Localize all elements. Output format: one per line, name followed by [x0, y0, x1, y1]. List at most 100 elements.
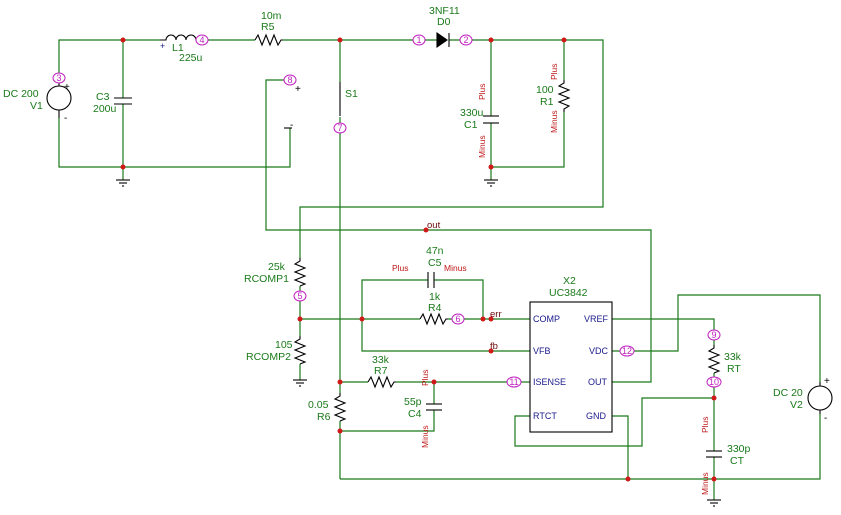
node-markers: 1 2 3 4 5 6 7 8: [52, 34, 722, 388]
junction-dot: [711, 395, 717, 401]
junction-dot: [711, 476, 717, 482]
svg-text:11: 11: [509, 377, 518, 387]
c3-capacitor: C3 200u: [93, 91, 132, 115]
rt-zigzag: [707, 345, 721, 374]
node-marker-10: 10: [706, 376, 722, 388]
junction-dots: [120, 37, 717, 482]
l1-ref: L1: [172, 42, 184, 54]
svg-text:10: 10: [709, 377, 719, 387]
ground-symbols: [116, 179, 721, 507]
svg-text:3: 3: [56, 73, 61, 83]
l1-value: 225u: [179, 52, 203, 64]
r4-ref: R4: [428, 302, 442, 314]
wire-gnd-pin: [612, 415, 629, 479]
r7-resistor: 33k R7: [367, 354, 396, 389]
wire-c5-right: [434, 279, 484, 319]
l1-inductor: + L1 225u: [160, 34, 203, 64]
junction-dot: [488, 348, 494, 354]
rcomp1-ref: RCOMP1: [244, 273, 289, 285]
r4-resistor: 1k R4: [419, 291, 448, 326]
v2-ref: V2: [790, 399, 803, 411]
r6-resistor: 0.05 R6: [308, 393, 347, 423]
r5-resistor: 10m R5: [254, 10, 283, 47]
svg-text:6: 6: [455, 314, 460, 324]
c3-value: 200u: [93, 103, 117, 115]
c4-minus-label: Minus: [420, 425, 430, 448]
x2-value: UC3842: [549, 287, 588, 299]
junction-dot: [423, 227, 429, 233]
junction-dot: [120, 37, 126, 43]
v2-value: DC 20: [773, 387, 803, 399]
wire-rtct: [514, 397, 714, 447]
rt-ref: RT: [727, 363, 741, 375]
d0-triangle: [436, 31, 448, 49]
c5-capacitor: 47n C5 Plus Minus: [392, 245, 467, 288]
svg-text:1: 1: [416, 35, 421, 45]
x2-pin-out: OUT: [588, 377, 608, 387]
rcomp2-value: 105: [275, 339, 293, 351]
node-marker-12: 12: [619, 345, 635, 357]
l1-coil: [160, 34, 198, 41]
ground-symbol-rcomp2: [293, 379, 307, 387]
wire-ground-bus: [340, 414, 821, 480]
net-labels: out err fb: [427, 220, 502, 352]
node-marker-8: 8: [283, 74, 297, 86]
ground-symbol-c3: [116, 179, 130, 187]
r6-value: 0.05: [308, 399, 329, 411]
junction-dot: [337, 428, 343, 434]
r7-zigzag: [367, 375, 396, 389]
net-label-out: out: [427, 220, 441, 231]
l1-dot: +: [160, 41, 165, 51]
r5-ref: R5: [261, 21, 275, 33]
v2-plus-sign: +: [824, 376, 830, 387]
junction-dot: [488, 316, 494, 322]
rt-resistor: 33k RT: [707, 345, 742, 375]
svg-text:4: 4: [199, 35, 204, 45]
d0-diode: 3NF11 D0: [429, 5, 460, 49]
v2-minus-sign: -: [824, 413, 827, 424]
c4-ref: C4: [408, 408, 422, 420]
junction-dot: [120, 164, 126, 170]
svg-text:8: 8: [287, 75, 292, 85]
node-marker-1: 1: [412, 34, 426, 46]
junction-dot: [625, 476, 631, 482]
x2-pin-vref: VREF: [584, 314, 609, 324]
node-marker-6: 6: [451, 313, 465, 325]
node-marker-7: 7: [333, 122, 347, 134]
svg-text:5: 5: [297, 291, 302, 301]
d0-ref: D0: [437, 16, 451, 28]
c5-plus-label: Plus: [392, 263, 409, 273]
rt-value: 33k: [724, 351, 742, 363]
net-label-fb: fb: [490, 341, 498, 352]
ct-value: 330p: [727, 443, 751, 455]
wire-diode-out: [299, 39, 604, 258]
r1-ref: R1: [540, 96, 554, 108]
s1-ref: S1: [345, 88, 358, 100]
r1-plus-label: Plus: [549, 63, 559, 80]
r7-value: 33k: [372, 354, 390, 366]
wire-v1-top: [58, 39, 160, 78]
junction-dot: [561, 37, 567, 43]
x2-pin-comp: COMP: [533, 314, 560, 324]
r4-value: 1k: [429, 291, 441, 303]
rcomp2-resistor: 105 RCOMP2: [246, 336, 307, 365]
c1-plus-label: Plus: [477, 83, 487, 100]
node-marker-4: 4: [195, 34, 209, 46]
x2-pin-vdc: VDC: [589, 346, 609, 356]
r1-value: 100: [536, 84, 554, 96]
junction-dot: [297, 316, 303, 322]
junction-dot: [488, 164, 494, 170]
v1-plus-sign: +: [64, 82, 70, 93]
junction-dot: [431, 379, 437, 385]
c4-value: 55p: [404, 396, 422, 408]
c1-value: 330u: [460, 107, 484, 119]
wire-c5-left: [361, 279, 428, 319]
x2-pin-isense: ISENSE: [533, 377, 566, 387]
wire-r1-bottom: [491, 112, 565, 168]
ct-capacitor: Plus Minus 330p CT: [700, 416, 751, 495]
ct-minus-label: Minus: [700, 472, 710, 495]
v1-source: + - DC 200 V1: [3, 78, 72, 124]
rcomp2-ref: RCOMP2: [246, 351, 291, 363]
r1-resistor: Plus Minus 100 R1: [536, 63, 571, 133]
